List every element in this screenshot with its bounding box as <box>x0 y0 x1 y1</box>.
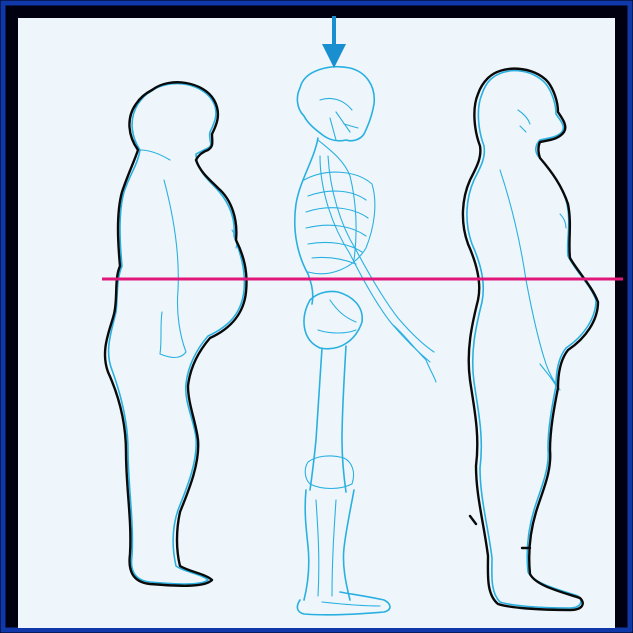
diagram-panel <box>18 18 615 628</box>
